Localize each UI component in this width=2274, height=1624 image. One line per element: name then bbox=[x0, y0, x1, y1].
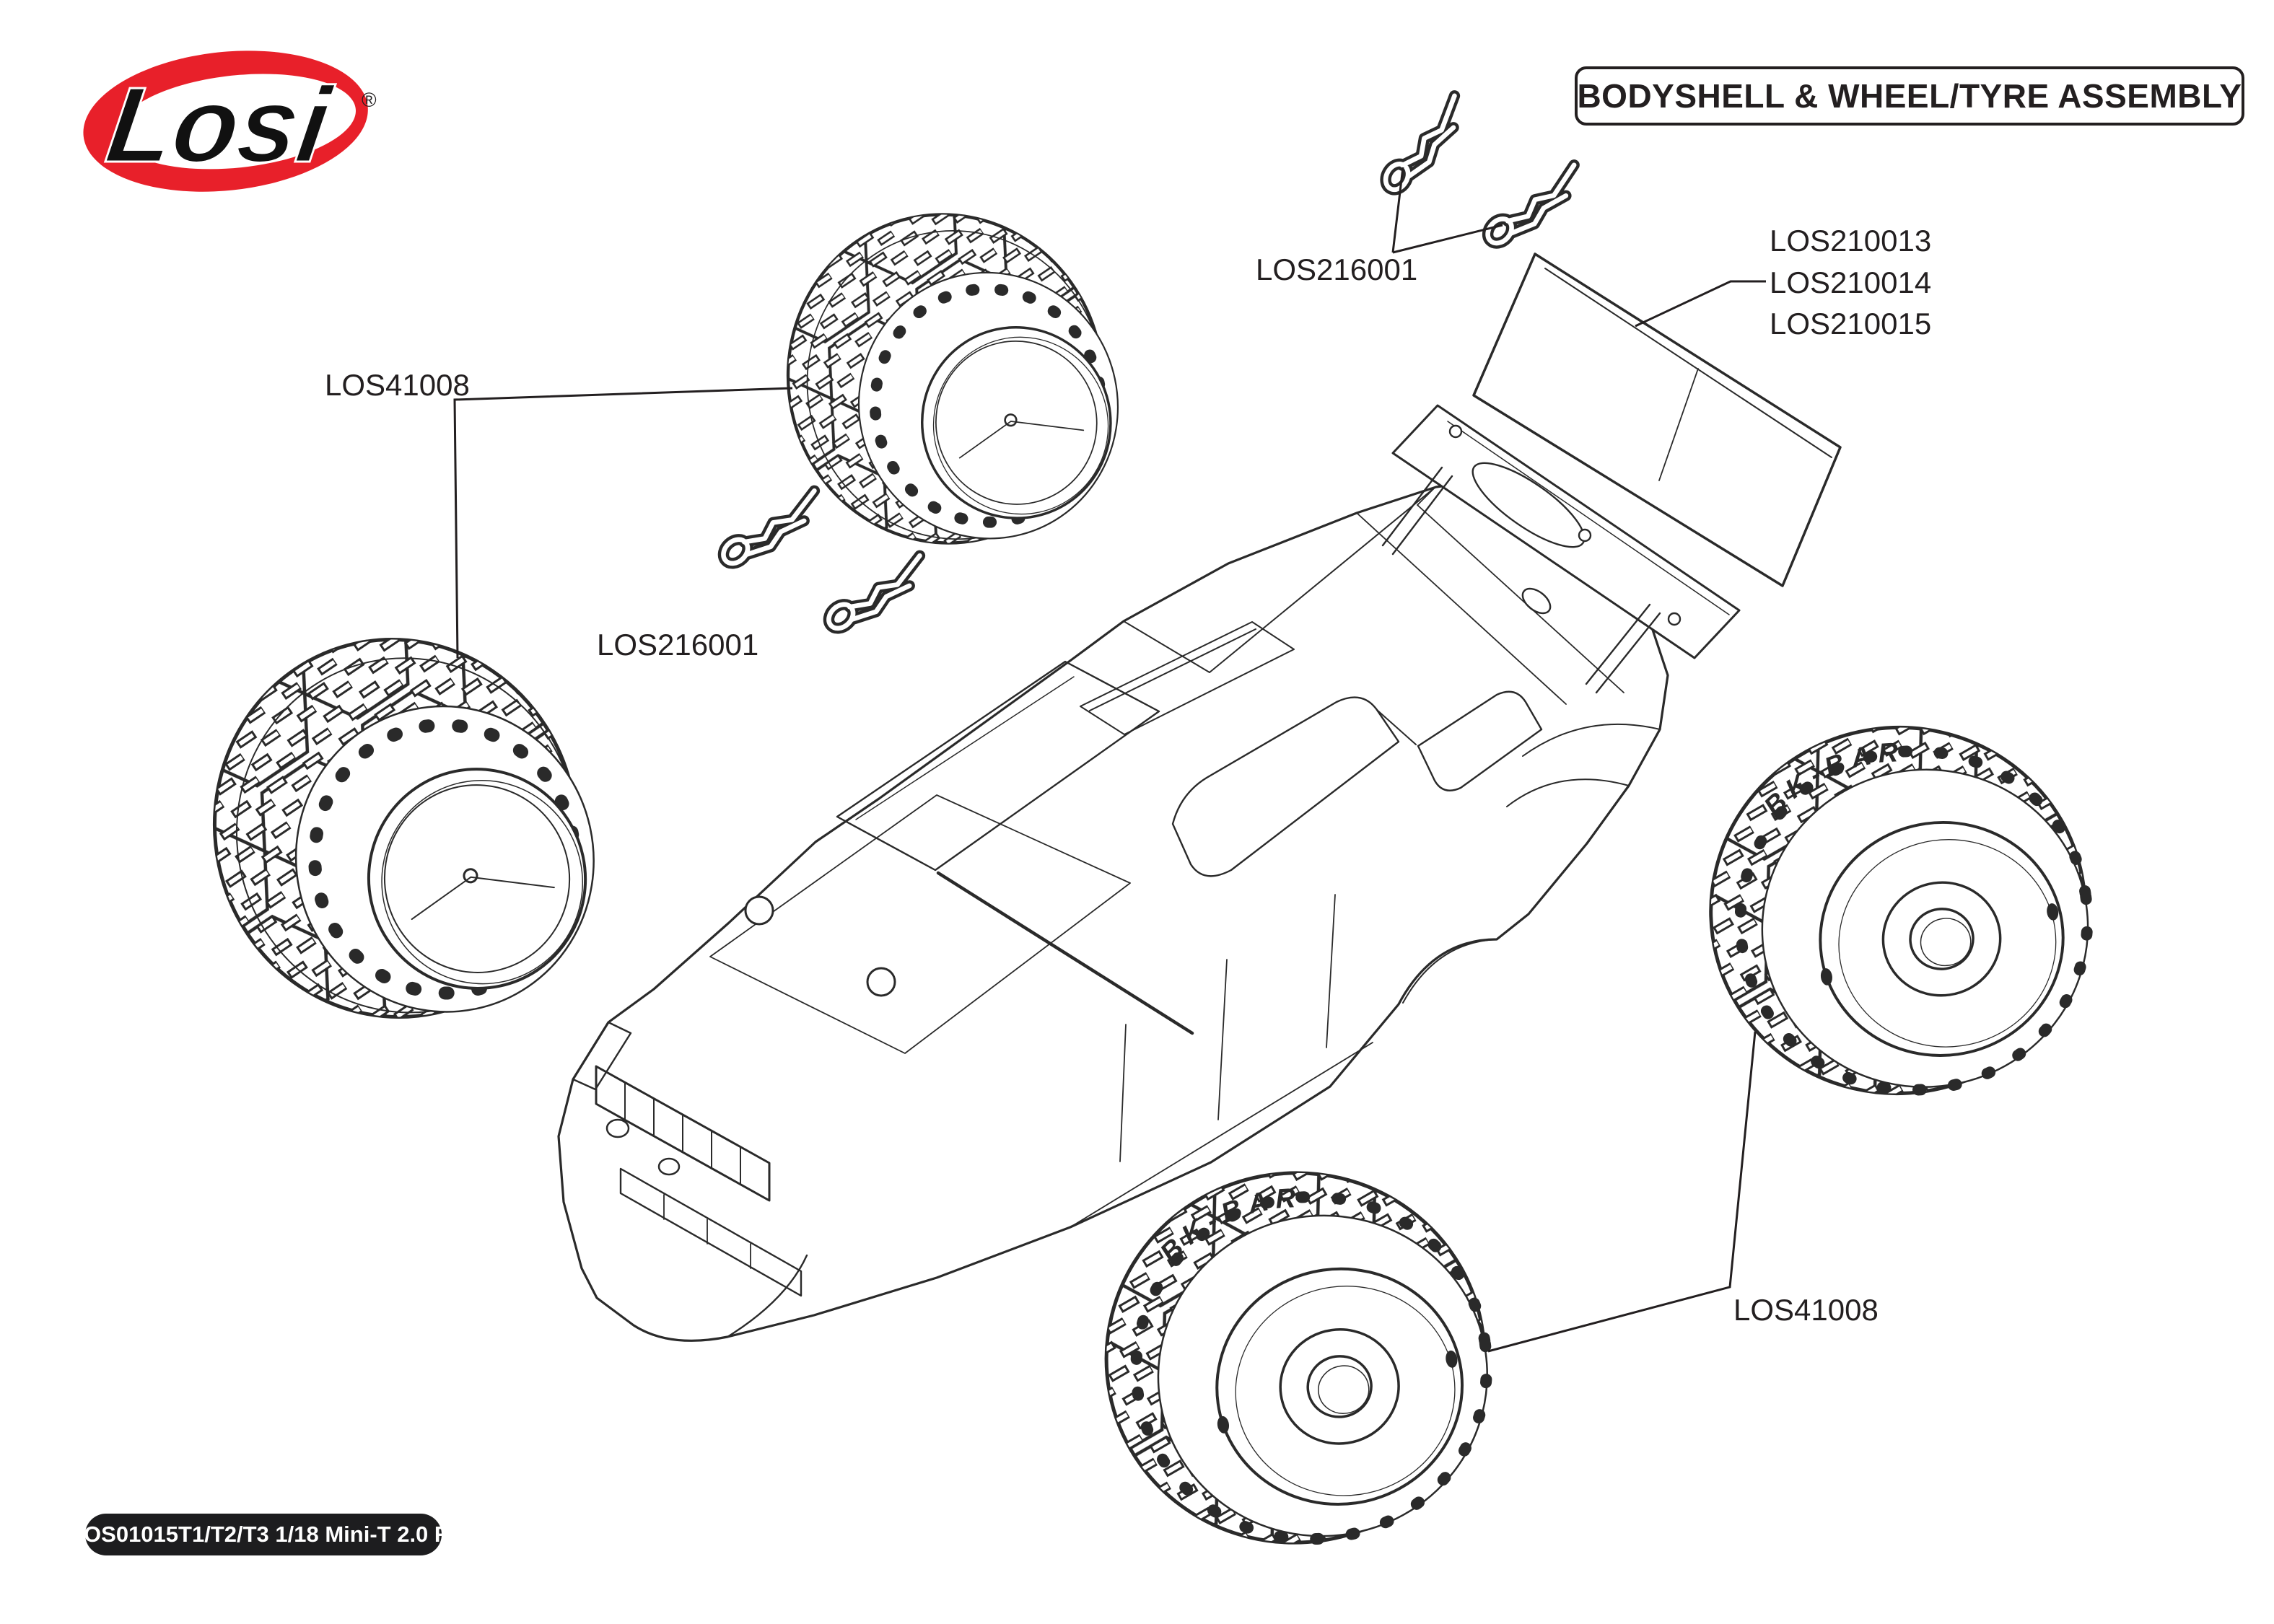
leader-lines bbox=[453, 167, 1766, 1353]
losi-logo: Losi ® bbox=[83, 51, 377, 192]
tyre-front-right bbox=[1687, 703, 2109, 1118]
part-label-wing-3: LOS210015 bbox=[1770, 307, 1931, 341]
part-labels: LOS216001 LOS210013 LOS210014 LOS210015 … bbox=[325, 224, 1931, 1327]
page-title-box: BODYSHELL & WHEEL/TYRE ASSEMBLY bbox=[1575, 66, 2244, 126]
tyre-front-left bbox=[758, 183, 1142, 576]
tyre-rear-left bbox=[180, 604, 622, 1055]
body-clip-icon bbox=[815, 556, 935, 636]
body-clip-icon bbox=[1471, 165, 1592, 251]
part-label-wheels-left: LOS41008 bbox=[325, 368, 470, 402]
kit-code-badge: C-LOS01015T1/T2/T3 1/18 Mini-T 2.0 RTR bbox=[46, 1514, 481, 1555]
body-clip-icon bbox=[709, 491, 829, 571]
part-label-clips-top: LOS216001 bbox=[1256, 253, 1417, 286]
tyre-rear-right bbox=[1083, 1149, 1509, 1567]
logo-text: Losi bbox=[100, 65, 338, 185]
part-label-clips-mid: LOS216001 bbox=[597, 628, 758, 662]
part-label-wing-1: LOS210013 bbox=[1770, 224, 1931, 258]
body-clip-icon bbox=[1364, 96, 1482, 199]
page-title: BODYSHELL & WHEEL/TYRE ASSEMBLY bbox=[1577, 77, 2242, 115]
rear-wing-drawing bbox=[1381, 253, 1842, 694]
kit-code-text: C-LOS01015T1/T2/T3 1/18 Mini-T 2.0 RTR bbox=[46, 1522, 481, 1547]
part-label-wheels-right: LOS41008 bbox=[1733, 1293, 1879, 1327]
logo-swoosh bbox=[83, 51, 368, 192]
bodyshell-drawing bbox=[557, 480, 1669, 1342]
registered-mark: ® bbox=[362, 89, 377, 111]
part-label-wing-2: LOS210014 bbox=[1770, 265, 1931, 299]
